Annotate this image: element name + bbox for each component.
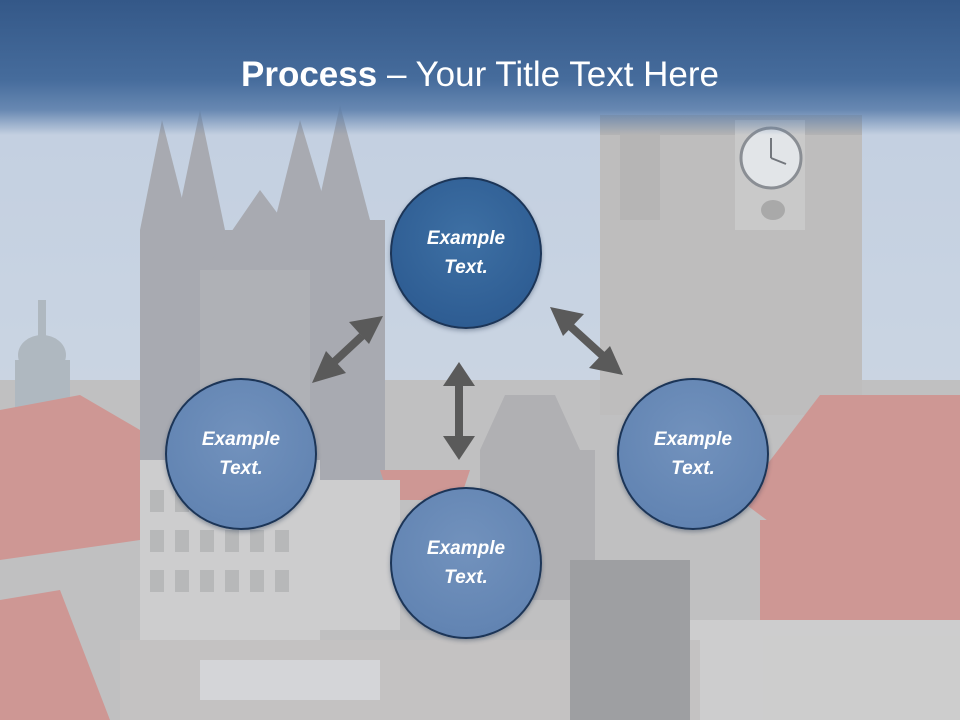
- node-bottom-line2: Text.: [444, 567, 488, 588]
- node-top-line2: Text.: [444, 257, 488, 278]
- node-top-line1: Example: [426, 228, 506, 249]
- node-right-line2: Text.: [671, 458, 715, 479]
- arrow-top-left: [312, 316, 383, 383]
- title-band: [0, 0, 960, 135]
- node-bottom-line1: Example: [426, 538, 506, 559]
- node-left-line1: Example: [201, 429, 281, 450]
- slide-title: Process – Your Title Text Here: [0, 52, 960, 98]
- slide-title-bold: Process: [241, 55, 378, 94]
- node-left-line2: Text.: [219, 458, 263, 479]
- node-right-line1: Example: [653, 429, 733, 450]
- slide-title-rest: – Your Title Text Here: [377, 55, 719, 94]
- arrow-top-right: [550, 307, 623, 375]
- arrow-vertical: [443, 362, 475, 460]
